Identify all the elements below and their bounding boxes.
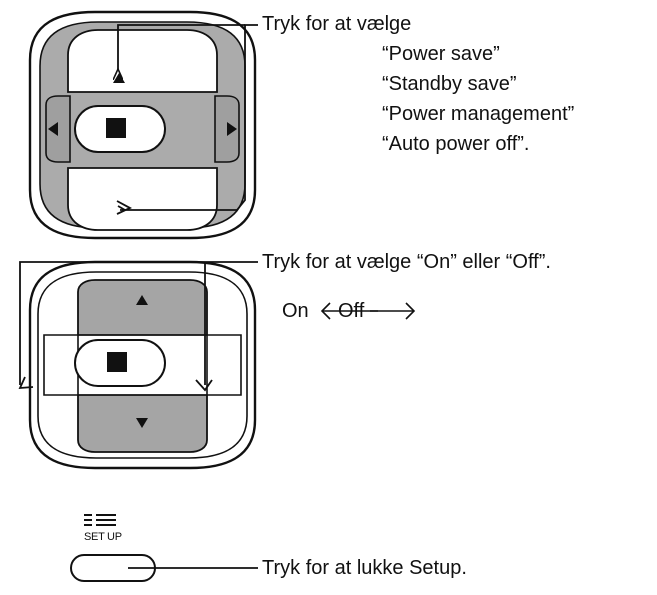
down-arrow-tip [116,200,133,215]
stop-square-icon [107,352,127,372]
callout-line-down-arrow [117,205,126,211]
top-cursor-pad [28,10,257,240]
middle-instruction-heading: Tryk for at vælge “On” eller “Off”. [262,251,551,273]
option-power-save: “Power save” [382,43,500,65]
menu-lines-icon [84,514,116,526]
toggle-on-label: On [282,300,309,322]
top-pad-up-key[interactable] [67,29,218,93]
stop-square-icon [106,118,126,138]
left-arrow-tip [18,376,34,390]
middle-pad-left-key[interactable] [43,334,79,396]
option-auto-power-off: “Auto power off”. [382,133,530,155]
arrow-left-icon [48,122,58,136]
toggle-right-arrow-icon [405,302,416,320]
toggle-off-label: Off [338,300,365,322]
arrow-right-icon [227,122,237,136]
middle-cursor-pad [28,260,257,470]
option-power-management: “Power management” [382,103,575,125]
toggle-left-arrow-icon [320,302,331,320]
middle-callout [18,261,258,392]
callout-line-down [120,24,258,211]
callout-line-left [19,261,258,385]
setup-section [70,514,258,582]
middle-pad-right-key[interactable] [206,334,242,396]
setup-button-caption: SET UP [84,531,122,543]
top-pad-down-key[interactable] [67,167,218,231]
callout-line-up [118,24,245,70]
top-instruction-heading: Tryk for at vælge [262,13,412,35]
option-standby-save: “Standby save” [382,73,517,95]
right-arrow-tip [195,379,213,392]
top-callout [116,24,258,215]
arrow-down-icon [136,418,148,428]
on-off-toggle-arrows [320,302,416,320]
arrow-up-icon [136,295,148,305]
setup-instruction: Tryk for at lukke Setup. [262,557,467,579]
middle-pad-up-key[interactable] [77,279,208,336]
